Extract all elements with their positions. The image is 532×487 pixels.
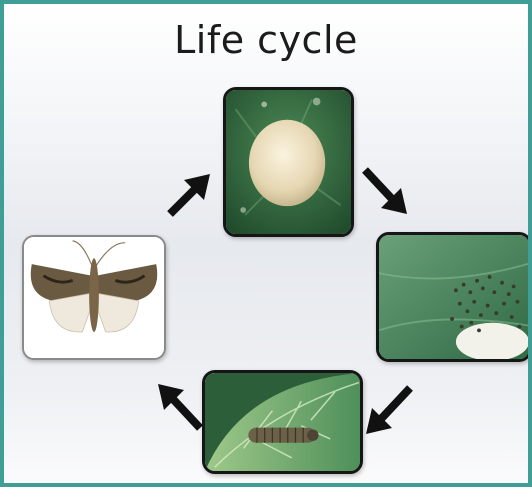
diagram-title: Life cycle	[4, 18, 528, 62]
stage-caterpillar-image	[202, 370, 363, 474]
arrow-adult-to-eggs	[164, 170, 214, 220]
stage-larvae-image	[376, 232, 532, 362]
arrow-eggs-to-larvae	[359, 164, 411, 218]
stage-eggs-image	[223, 87, 354, 237]
arrow-pupa-to-adult	[154, 380, 206, 434]
stage-moth-image	[22, 235, 166, 360]
arrow-larvae-to-pupa	[362, 382, 416, 438]
